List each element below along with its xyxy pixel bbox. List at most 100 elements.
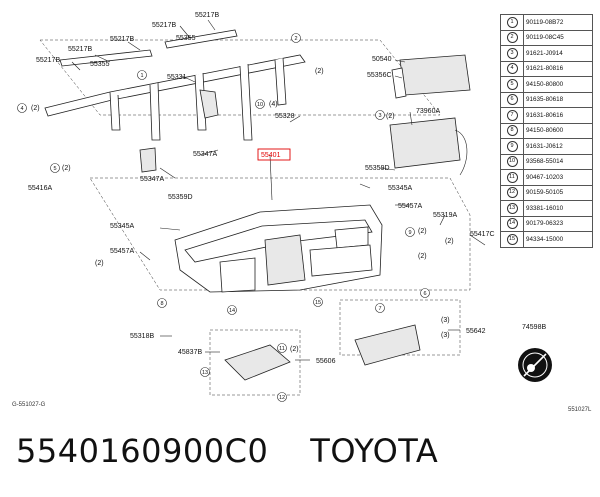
callout-7[interactable]: 7 bbox=[375, 303, 385, 313]
legend-part-number: 91631-80616 bbox=[523, 107, 593, 124]
legend-number: 9 bbox=[500, 138, 524, 155]
legend-number: 3 bbox=[500, 45, 524, 62]
label-55217b-c[interactable]: 55217B bbox=[110, 36, 134, 43]
legend-number: 4 bbox=[500, 60, 524, 77]
label-55347a-a[interactable]: 55347A bbox=[193, 151, 217, 158]
callouts: 1 2 3 4 5 6 7 8 9 10 11 12 13 14 15 bbox=[17, 33, 430, 402]
label-55356c[interactable]: 55356C bbox=[367, 72, 392, 79]
callout-5[interactable]: 5 bbox=[50, 163, 60, 173]
label-55347a-b[interactable]: 55347A bbox=[140, 176, 164, 183]
label-55416a[interactable]: 55416A bbox=[28, 185, 52, 192]
label-55457a-a[interactable]: 55457A bbox=[398, 203, 422, 210]
part-labels: 55217B 55217B 55217B 55217B 55217B 55355… bbox=[12, 12, 592, 413]
callout-11[interactable]: 11 bbox=[277, 343, 287, 353]
callout-2[interactable]: 2 bbox=[291, 33, 301, 43]
highlight-box-55401 bbox=[257, 148, 291, 161]
label-55217b-d[interactable]: 55217B bbox=[68, 46, 92, 53]
qty-2: (2) bbox=[290, 346, 299, 353]
part-number: 5540160900C0 bbox=[16, 432, 269, 470]
label-55457a-b[interactable]: 55457A bbox=[110, 248, 134, 255]
label-55417c[interactable]: 55417C bbox=[470, 231, 495, 238]
label-55359d-a[interactable]: 55359D bbox=[365, 165, 390, 172]
label-55319a[interactable]: 55319A bbox=[433, 212, 457, 219]
label-55355-b[interactable]: 55355 bbox=[90, 61, 110, 68]
legend-number: 7 bbox=[500, 107, 524, 124]
label-50540[interactable]: 50540 bbox=[372, 56, 392, 63]
qty-2: (2) bbox=[95, 260, 104, 267]
label-55328[interactable]: 55328 bbox=[275, 113, 295, 120]
qty-2: (2) bbox=[418, 253, 427, 260]
callout-3[interactable]: 3 bbox=[375, 110, 385, 120]
frame-lower-center bbox=[209, 329, 301, 396]
callout-8[interactable]: 8 bbox=[157, 298, 167, 308]
label-55359d-b[interactable]: 55359D bbox=[168, 194, 193, 201]
svg-text:12: 12 bbox=[279, 395, 285, 401]
qty-4: (4) bbox=[269, 101, 278, 108]
svg-text:6: 6 bbox=[423, 291, 426, 297]
callout-4[interactable]: 4 bbox=[17, 103, 27, 113]
ref-code-left: G-551027-G bbox=[12, 402, 46, 408]
label-55331[interactable]: 55331 bbox=[167, 74, 187, 81]
legend-number: 15 bbox=[500, 231, 524, 248]
callout-12[interactable]: 12 bbox=[277, 392, 287, 402]
label-55345a-b[interactable]: 55345A bbox=[110, 223, 134, 230]
legend-part-number: 90467-10203 bbox=[523, 169, 593, 186]
callout-10[interactable]: 10 bbox=[255, 99, 265, 109]
callout-1[interactable]: 1 bbox=[137, 70, 147, 80]
legend-number: 5 bbox=[500, 76, 524, 93]
label-55401[interactable]: 55401 bbox=[261, 152, 281, 159]
legend-number: 13 bbox=[500, 200, 524, 217]
label-55217b-e[interactable]: 55217B bbox=[36, 57, 60, 64]
svg-text:5: 5 bbox=[53, 166, 56, 172]
svg-text:2: 2 bbox=[294, 36, 297, 42]
frame-upper bbox=[39, 39, 441, 116]
airbag-warning-label-icon bbox=[518, 348, 552, 382]
qty-2: (2) bbox=[418, 228, 427, 235]
svg-text:4: 4 bbox=[20, 106, 23, 112]
callout-14[interactable]: 14 bbox=[227, 305, 237, 315]
label-55318b[interactable]: 55318B bbox=[130, 333, 154, 340]
callout-13[interactable]: 13 bbox=[200, 367, 210, 377]
qty-2: (2) bbox=[445, 238, 454, 245]
label-55217b-b[interactable]: 55217B bbox=[195, 12, 219, 19]
qty-2: (2) bbox=[386, 113, 395, 120]
legend-number: 11 bbox=[500, 169, 524, 186]
frame-panel bbox=[89, 177, 471, 291]
callout-15[interactable]: 15 bbox=[313, 297, 323, 307]
label-73960a[interactable]: 73960A bbox=[416, 108, 440, 115]
legend-number: 12 bbox=[500, 184, 524, 201]
legend-part-number: 93381-16010 bbox=[523, 200, 593, 217]
callout-6[interactable]: 6 bbox=[420, 288, 430, 298]
label-55345a-a[interactable]: 55345A bbox=[388, 185, 412, 192]
label-55642[interactable]: 55642 bbox=[466, 328, 486, 335]
label-74598b[interactable]: 74598B bbox=[522, 324, 546, 331]
legend-part-number: 94150-80800 bbox=[523, 76, 593, 93]
callout-9[interactable]: 9 bbox=[405, 227, 415, 237]
passenger-airbag bbox=[391, 54, 471, 99]
instrument-panel-reinforcement bbox=[44, 29, 306, 173]
qty-2: (2) bbox=[315, 68, 324, 75]
legend-part-number: 93568-55014 bbox=[523, 153, 593, 170]
label-45837b[interactable]: 45837B bbox=[178, 349, 202, 356]
label-55606[interactable]: 55606 bbox=[316, 358, 336, 365]
svg-text:14: 14 bbox=[229, 308, 235, 314]
label-55217b-a[interactable]: 55217B bbox=[152, 22, 176, 29]
label-55355-a[interactable]: 55355 bbox=[176, 35, 196, 42]
legend-part-number: 94334-15000 bbox=[523, 231, 593, 248]
